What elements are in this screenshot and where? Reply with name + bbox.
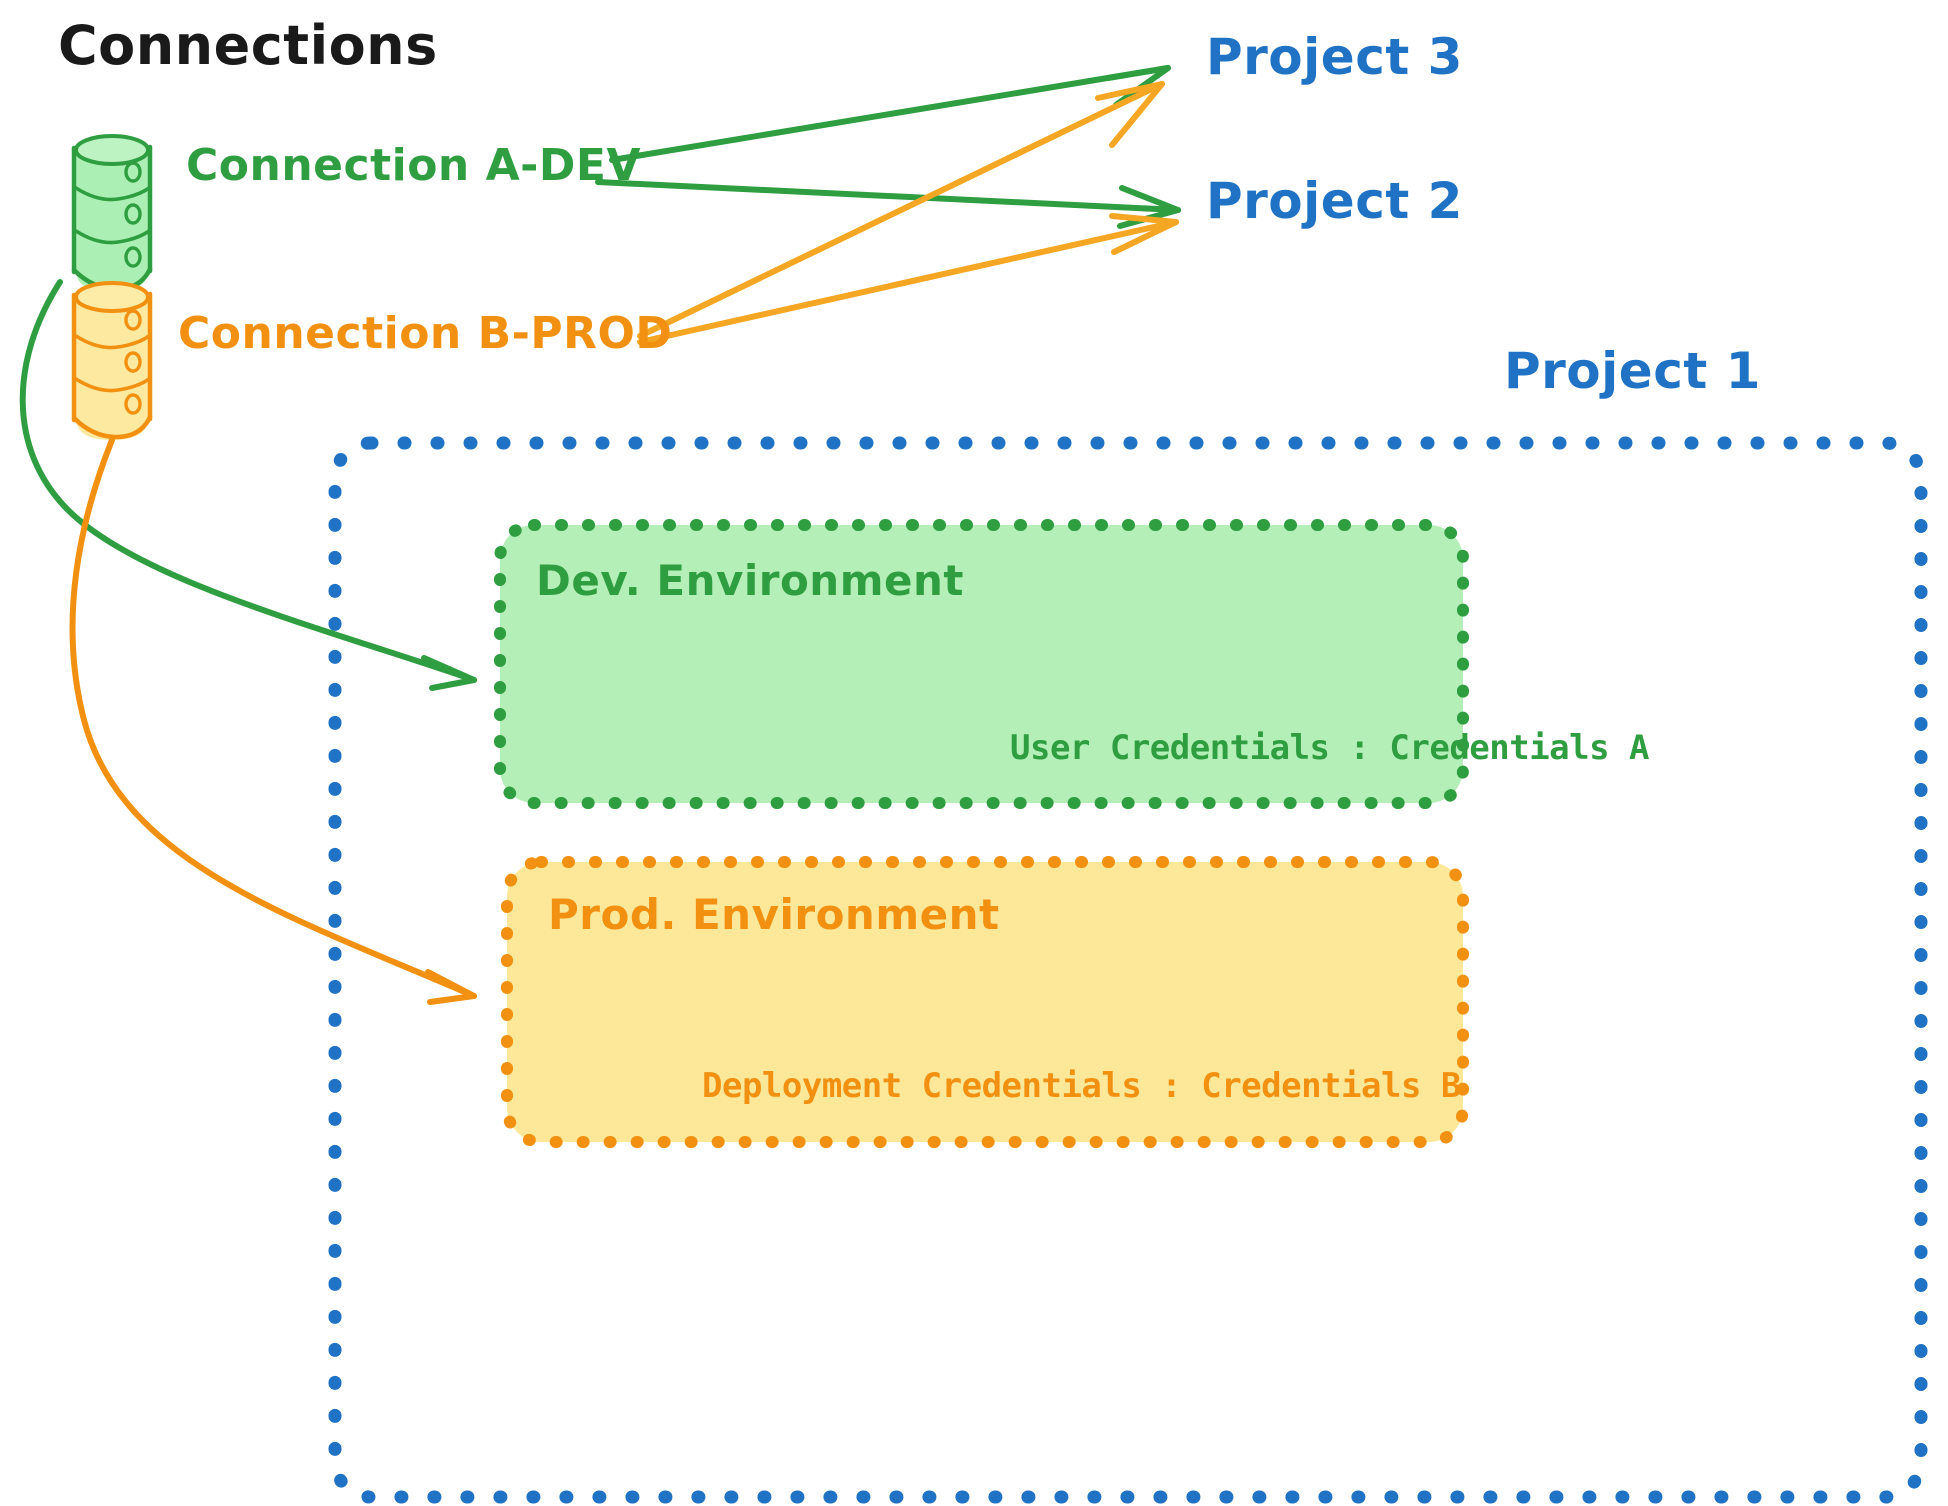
connection-b-label[interactable]: Connection B-PROD <box>178 308 673 359</box>
dev-environment-label: Dev. Environment <box>536 556 964 605</box>
edge-conn-b-to-project-3 <box>637 81 1165 339</box>
project-1-container <box>328 436 1928 1504</box>
database-cylinder-icon-b <box>71 281 153 440</box>
dev-environment-credentials: User Credentials : Credentials A <box>1010 728 1650 768</box>
edge-conn-b-to-prod-environment <box>69 437 477 1005</box>
edge-conn-b-to-project-2 <box>637 213 1179 345</box>
dev-environment-box <box>494 519 1469 809</box>
database-cylinder-icon-a <box>71 134 153 292</box>
project-2-label[interactable]: Project 2 <box>1206 172 1463 230</box>
connection-a-label[interactable]: Connection A-DEV <box>186 140 642 191</box>
prod-environment-box <box>501 856 1469 1148</box>
project-3-label[interactable]: Project 3 <box>1206 28 1463 86</box>
prod-environment-credentials: Deployment Credentials : Credentials B <box>702 1066 1461 1106</box>
project-1-label[interactable]: Project 1 <box>1504 342 1761 400</box>
page-title: Connections <box>58 14 438 77</box>
prod-environment-label: Prod. Environment <box>548 890 1000 939</box>
edge-conn-a-to-project-3 <box>609 65 1171 163</box>
